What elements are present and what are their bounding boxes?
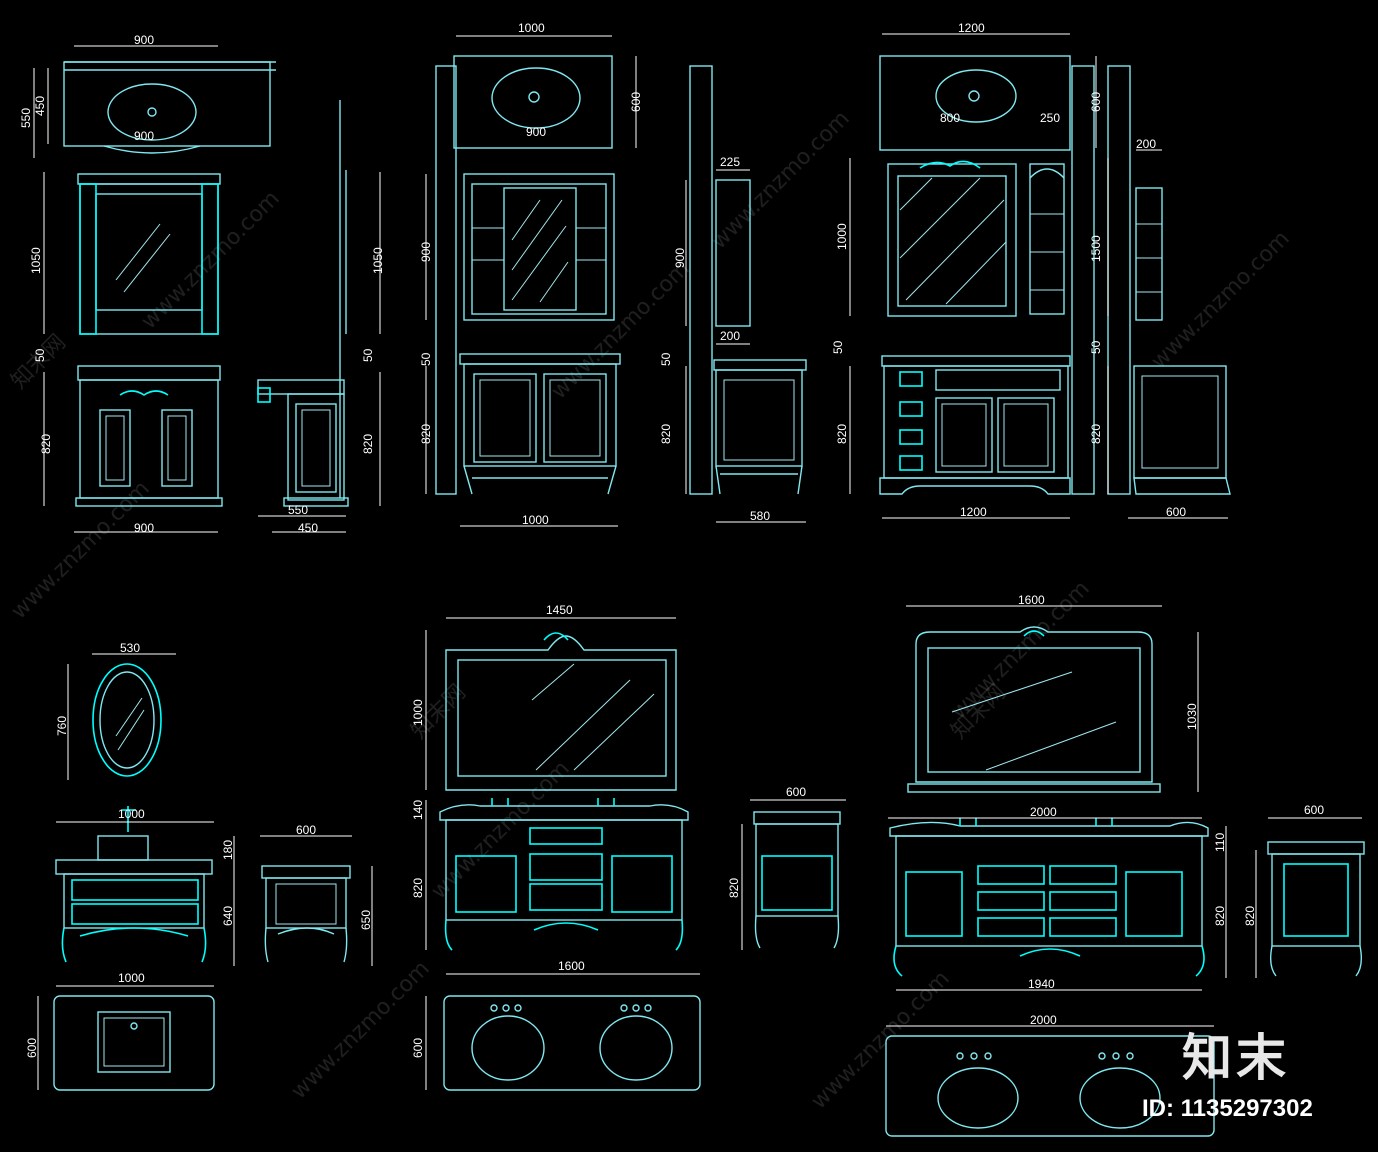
watermark-text: www.znzmo.com xyxy=(547,256,695,404)
dimension-label: 1600 xyxy=(1018,593,1045,607)
dimension-label: 900 xyxy=(134,129,154,143)
dimension-label: 820 xyxy=(1243,906,1257,926)
dimension-label: 580 xyxy=(750,509,770,523)
dimension-label: 1000 xyxy=(118,807,145,821)
dimension-label: 50 xyxy=(361,348,375,362)
dimension-label: 820 xyxy=(1089,424,1103,444)
dimension-label: 110 xyxy=(1213,833,1227,852)
dimension-label: 250 xyxy=(1040,111,1060,125)
dimension-label: 50 xyxy=(831,340,845,354)
dimension-label: 820 xyxy=(419,424,433,444)
dimension-label: 600 xyxy=(1166,505,1186,519)
dimension-label: 1200 xyxy=(958,21,985,35)
watermark-text: www.znzmo.com xyxy=(287,956,435,1104)
dimension-label: 1200 xyxy=(960,505,987,519)
dimension-label: 180 xyxy=(221,840,235,860)
dimension-label: 820 xyxy=(39,434,53,454)
dimension-label: 450 xyxy=(33,96,47,116)
dimension-label: 600 xyxy=(296,823,316,837)
dimension-label: 450 xyxy=(298,521,318,535)
vanity-900-drawings xyxy=(63,61,349,507)
dimension-label: 820 xyxy=(659,424,673,444)
dimension-label: 550 xyxy=(19,108,33,128)
dimension-label: 140 xyxy=(411,800,425,820)
vanity-2000-drawings xyxy=(885,626,1365,1137)
dimension-label: 900 xyxy=(526,125,546,139)
vanity-1000-drawings xyxy=(435,55,807,495)
dimension-label: 820 xyxy=(361,434,375,454)
dimension-label: 1450 xyxy=(546,603,573,617)
dimension-label: 900 xyxy=(134,521,154,535)
dimension-label: 820 xyxy=(1213,906,1227,926)
dimension-label: 550 xyxy=(288,503,308,517)
dimension-label: 50 xyxy=(419,352,433,366)
dimension-label: 1000 xyxy=(518,21,545,35)
dimension-label: 900 xyxy=(673,248,687,268)
dimension-label: 1050 xyxy=(29,247,43,274)
dimension-label: 900 xyxy=(134,33,154,47)
vanity-oval-drawings xyxy=(53,663,351,1091)
dimension-label: 1500 xyxy=(1089,235,1103,262)
watermark-text: www.znzmo.com xyxy=(1147,226,1295,374)
watermark-text: www.znzmo.com xyxy=(137,186,285,334)
dimension-lines xyxy=(33,33,1362,1090)
dimension-label: 640 xyxy=(221,906,235,926)
dimension-label: 760 xyxy=(55,716,69,736)
watermark-text: www.znzmo.com xyxy=(807,966,955,1114)
vanity-1600-drawings xyxy=(439,632,841,1091)
dimension-label: 530 xyxy=(120,641,140,655)
image-id-label: ID: 1135297302 xyxy=(1142,1095,1313,1122)
dimension-label: 2000 xyxy=(1030,1013,1057,1027)
dimension-label: 1000 xyxy=(118,971,145,985)
dimension-label: 50 xyxy=(1089,340,1103,354)
dimension-label: 1000 xyxy=(522,513,549,527)
dimension-label: 650 xyxy=(359,910,373,930)
dimension-label: 820 xyxy=(411,878,425,898)
dimension-label: 600 xyxy=(1089,92,1103,112)
dimension-label: 800 xyxy=(940,111,960,125)
dimension-label: 1050 xyxy=(371,247,385,274)
brand-logo: 知末 xyxy=(1182,1029,1290,1087)
dimension-labels: 900 550 450 900 1050 50 820 900 1050 50 … xyxy=(19,21,1324,1058)
dimension-label: 600 xyxy=(411,1038,425,1058)
dimension-label: 1600 xyxy=(558,959,585,973)
dimension-label: 200 xyxy=(720,329,740,343)
dimension-label: 900 xyxy=(419,242,433,262)
dimension-label: 600 xyxy=(786,785,806,799)
dimension-label: 2000 xyxy=(1030,805,1057,819)
dimension-label: 600 xyxy=(1304,803,1324,817)
watermark-text: www.znzmo.com xyxy=(427,756,575,904)
dimension-label: 50 xyxy=(659,352,673,366)
dimension-label: 1000 xyxy=(411,699,425,726)
dimension-label: 1000 xyxy=(835,223,849,250)
dimension-label: 225 xyxy=(720,155,740,169)
dimension-label: 820 xyxy=(835,424,849,444)
dimension-label: 1030 xyxy=(1185,703,1199,730)
dimension-label: 600 xyxy=(25,1038,39,1058)
dimension-label: 600 xyxy=(629,92,643,112)
dimension-label: 1940 xyxy=(1028,977,1055,991)
dimension-label: 820 xyxy=(727,878,741,898)
dimension-label: 200 xyxy=(1136,137,1156,151)
dimension-label: 50 xyxy=(33,348,47,362)
